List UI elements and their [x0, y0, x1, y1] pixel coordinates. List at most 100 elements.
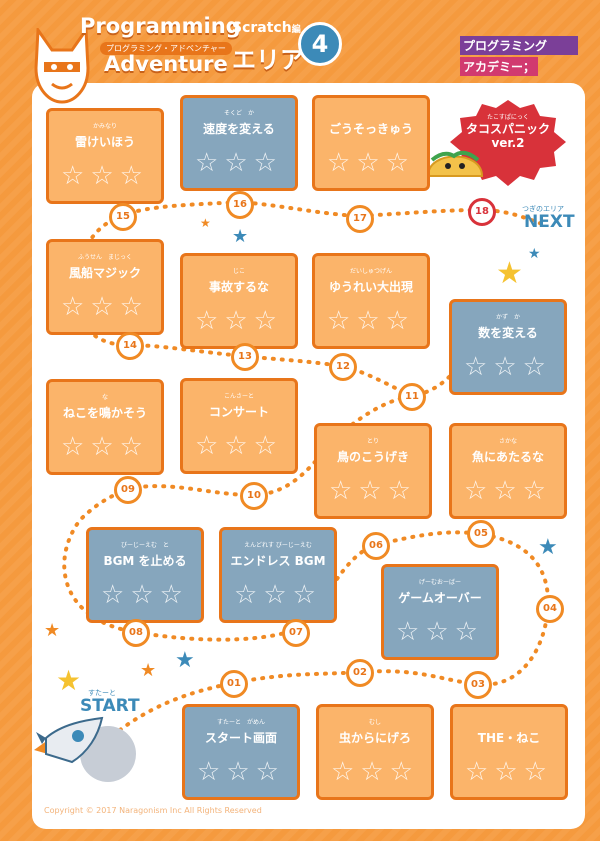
boss-name: タコスパニック [465, 122, 550, 136]
stage-marker[interactable]: 06 [362, 532, 390, 560]
stage-marker[interactable]: 10 [240, 482, 268, 510]
card-title: THE・ねこ [477, 731, 541, 745]
card-title: BGM を止める [103, 554, 187, 568]
card-title: 風船マジック [68, 266, 141, 280]
copyright: Copyright © 2017 Naragonism Inc All Righ… [44, 806, 262, 815]
card-title: 雷けいほう [74, 135, 135, 149]
next-label[interactable]: NEXT [524, 212, 575, 232]
edition-label: Scratch編 [232, 20, 301, 36]
stage-card-15[interactable]: かみなり雷けいほう☆☆☆ [46, 108, 164, 204]
boss-number-marker[interactable]: 18 [468, 198, 496, 226]
rocket-icon [26, 710, 106, 766]
star-rating: ☆☆☆ [464, 352, 552, 382]
stage-marker[interactable]: 14 [116, 332, 144, 360]
stage-marker[interactable]: 17 [346, 205, 374, 233]
stage-card-01[interactable]: すたーと がめんスタート画面☆☆☆ [182, 704, 300, 800]
brand-line2: アカデミー； [460, 57, 539, 76]
card-title: エンドレス BGM [230, 554, 326, 568]
star-icon: ★ [56, 664, 82, 697]
area-label: エリア [232, 46, 304, 74]
stage-card-11[interactable]: かず か数を変える☆☆☆ [449, 299, 567, 395]
card-ruby: むし [368, 719, 381, 726]
mascot-logo [30, 25, 94, 104]
star-icon: ★ [200, 216, 211, 230]
card-title: 数を変える [478, 326, 538, 340]
stage-marker[interactable]: 01 [220, 670, 248, 698]
star-rating: ☆☆☆ [465, 757, 553, 787]
card-title: 事故するな [208, 280, 269, 294]
card-ruby: そくど か [223, 110, 254, 117]
card-title: 速度を変える [203, 122, 275, 136]
stage-marker[interactable]: 08 [122, 619, 150, 647]
taco-icon [424, 136, 486, 180]
stage-card-14[interactable]: ふうせん まじっく風船マジック ☆☆☆ [46, 239, 164, 335]
stage-card-06[interactable]: とり鳥のこうげき☆☆☆ [314, 423, 432, 519]
area-number: 4 [311, 30, 329, 58]
star-rating: ☆☆☆ [195, 148, 283, 178]
brand-logo: プログラミング アカデミー； [460, 36, 578, 76]
card-ruby: じこ [232, 268, 245, 275]
stage-marker[interactable]: 07 [282, 619, 310, 647]
stage-marker[interactable]: 03 [464, 671, 492, 699]
card-ruby: えんどれす びーじーえむ [244, 542, 312, 549]
star-rating: ☆☆☆ [327, 148, 415, 178]
stage-marker[interactable]: 13 [231, 343, 259, 371]
star-rating: ☆☆☆ [101, 580, 189, 610]
title-top: Programming [80, 14, 241, 38]
boss-number: 18 [475, 206, 489, 217]
start-ruby: すたーと [88, 689, 116, 697]
card-ruby: げーむおーばー [418, 579, 461, 586]
stage-card-08[interactable]: びーじーえむ と BGM を止める ☆☆☆ [86, 527, 204, 623]
stage-card-16[interactable]: そくど か速度を変える ☆☆☆ [180, 95, 298, 191]
card-title: 鳥のこうげき [336, 450, 409, 464]
stage-marker[interactable]: 12 [329, 353, 357, 381]
star-rating: ☆☆☆ [331, 757, 419, 787]
stage-marker[interactable]: 09 [114, 476, 142, 504]
stage-card-05[interactable]: さかな魚にあたるな ☆☆☆ [449, 423, 567, 519]
star-rating: ☆☆☆ [327, 306, 415, 336]
stage-card-03[interactable]: THE・ねこ ☆☆☆ [450, 704, 568, 800]
star-icon: ★ [538, 535, 558, 560]
stage-marker[interactable]: 02 [346, 659, 374, 687]
start-label[interactable]: START [80, 696, 140, 716]
boss-badge[interactable]: たこすぱにっく タコスパニック ver.2 [438, 98, 578, 188]
stage-card-12[interactable]: だいしゅつげんゆうれい大出現☆☆☆ [312, 253, 430, 349]
star-rating: ☆☆☆ [61, 292, 149, 322]
boss-ruby: たこすぱにっく [487, 114, 529, 121]
star-rating: ☆☆☆ [197, 757, 285, 787]
edition-en: Scratch [232, 20, 292, 36]
card-ruby: びーじーえむ と [120, 542, 169, 549]
area-badge: 4 [298, 22, 342, 66]
stage-card-07[interactable]: えんどれす びーじーえむエンドレス BGM ☆☆☆ [219, 527, 337, 623]
title-subtitle: プログラミング・アドベンチャー [100, 42, 232, 55]
stage-marker[interactable]: 16 [226, 191, 254, 219]
stage-card-10[interactable]: こんさーとコンサート☆☆☆ [180, 378, 298, 474]
star-rating: ☆☆☆ [195, 306, 283, 336]
card-ruby: さかな [498, 438, 517, 445]
stage-card-09[interactable]: なねこを鳴かそう☆☆☆ [46, 379, 164, 475]
edition-jp: 編 [291, 25, 301, 35]
stage-card-17[interactable]: ごうそっきゅう☆☆☆ [312, 95, 430, 191]
card-ruby: だいしゅつげん [349, 268, 392, 275]
brand-line1: プログラミング [460, 36, 578, 55]
card-ruby: すたーと がめん [216, 719, 265, 726]
stage-marker[interactable]: 15 [109, 203, 137, 231]
card-title: 魚にあたるな [471, 450, 544, 464]
card-ruby: ふうせん まじっく [77, 254, 132, 261]
next-ruby: つぎのエリア [522, 205, 564, 213]
star-rating: ☆☆☆ [61, 161, 149, 191]
stage-card-13[interactable]: じこ事故するな ☆☆☆ [180, 253, 298, 349]
card-title: ゲームオーバー [398, 591, 482, 605]
star-rating: ☆☆☆ [464, 476, 552, 506]
card-ruby: とり [366, 438, 379, 445]
stage-card-04[interactable]: げーむおーばーゲームオーバー ☆☆☆ [381, 564, 499, 660]
star-rating: ☆☆☆ [396, 617, 484, 647]
star-icon: ★ [44, 620, 61, 641]
stage-card-02[interactable]: むし虫からにげろ☆☆☆ [316, 704, 434, 800]
stage-marker[interactable]: 05 [467, 520, 495, 548]
stage-marker[interactable]: 11 [398, 383, 426, 411]
star-rating: ☆☆☆ [234, 580, 322, 610]
stage-marker[interactable]: 04 [536, 595, 564, 623]
star-icon: ★ [140, 660, 157, 681]
card-ruby: な [101, 394, 108, 401]
